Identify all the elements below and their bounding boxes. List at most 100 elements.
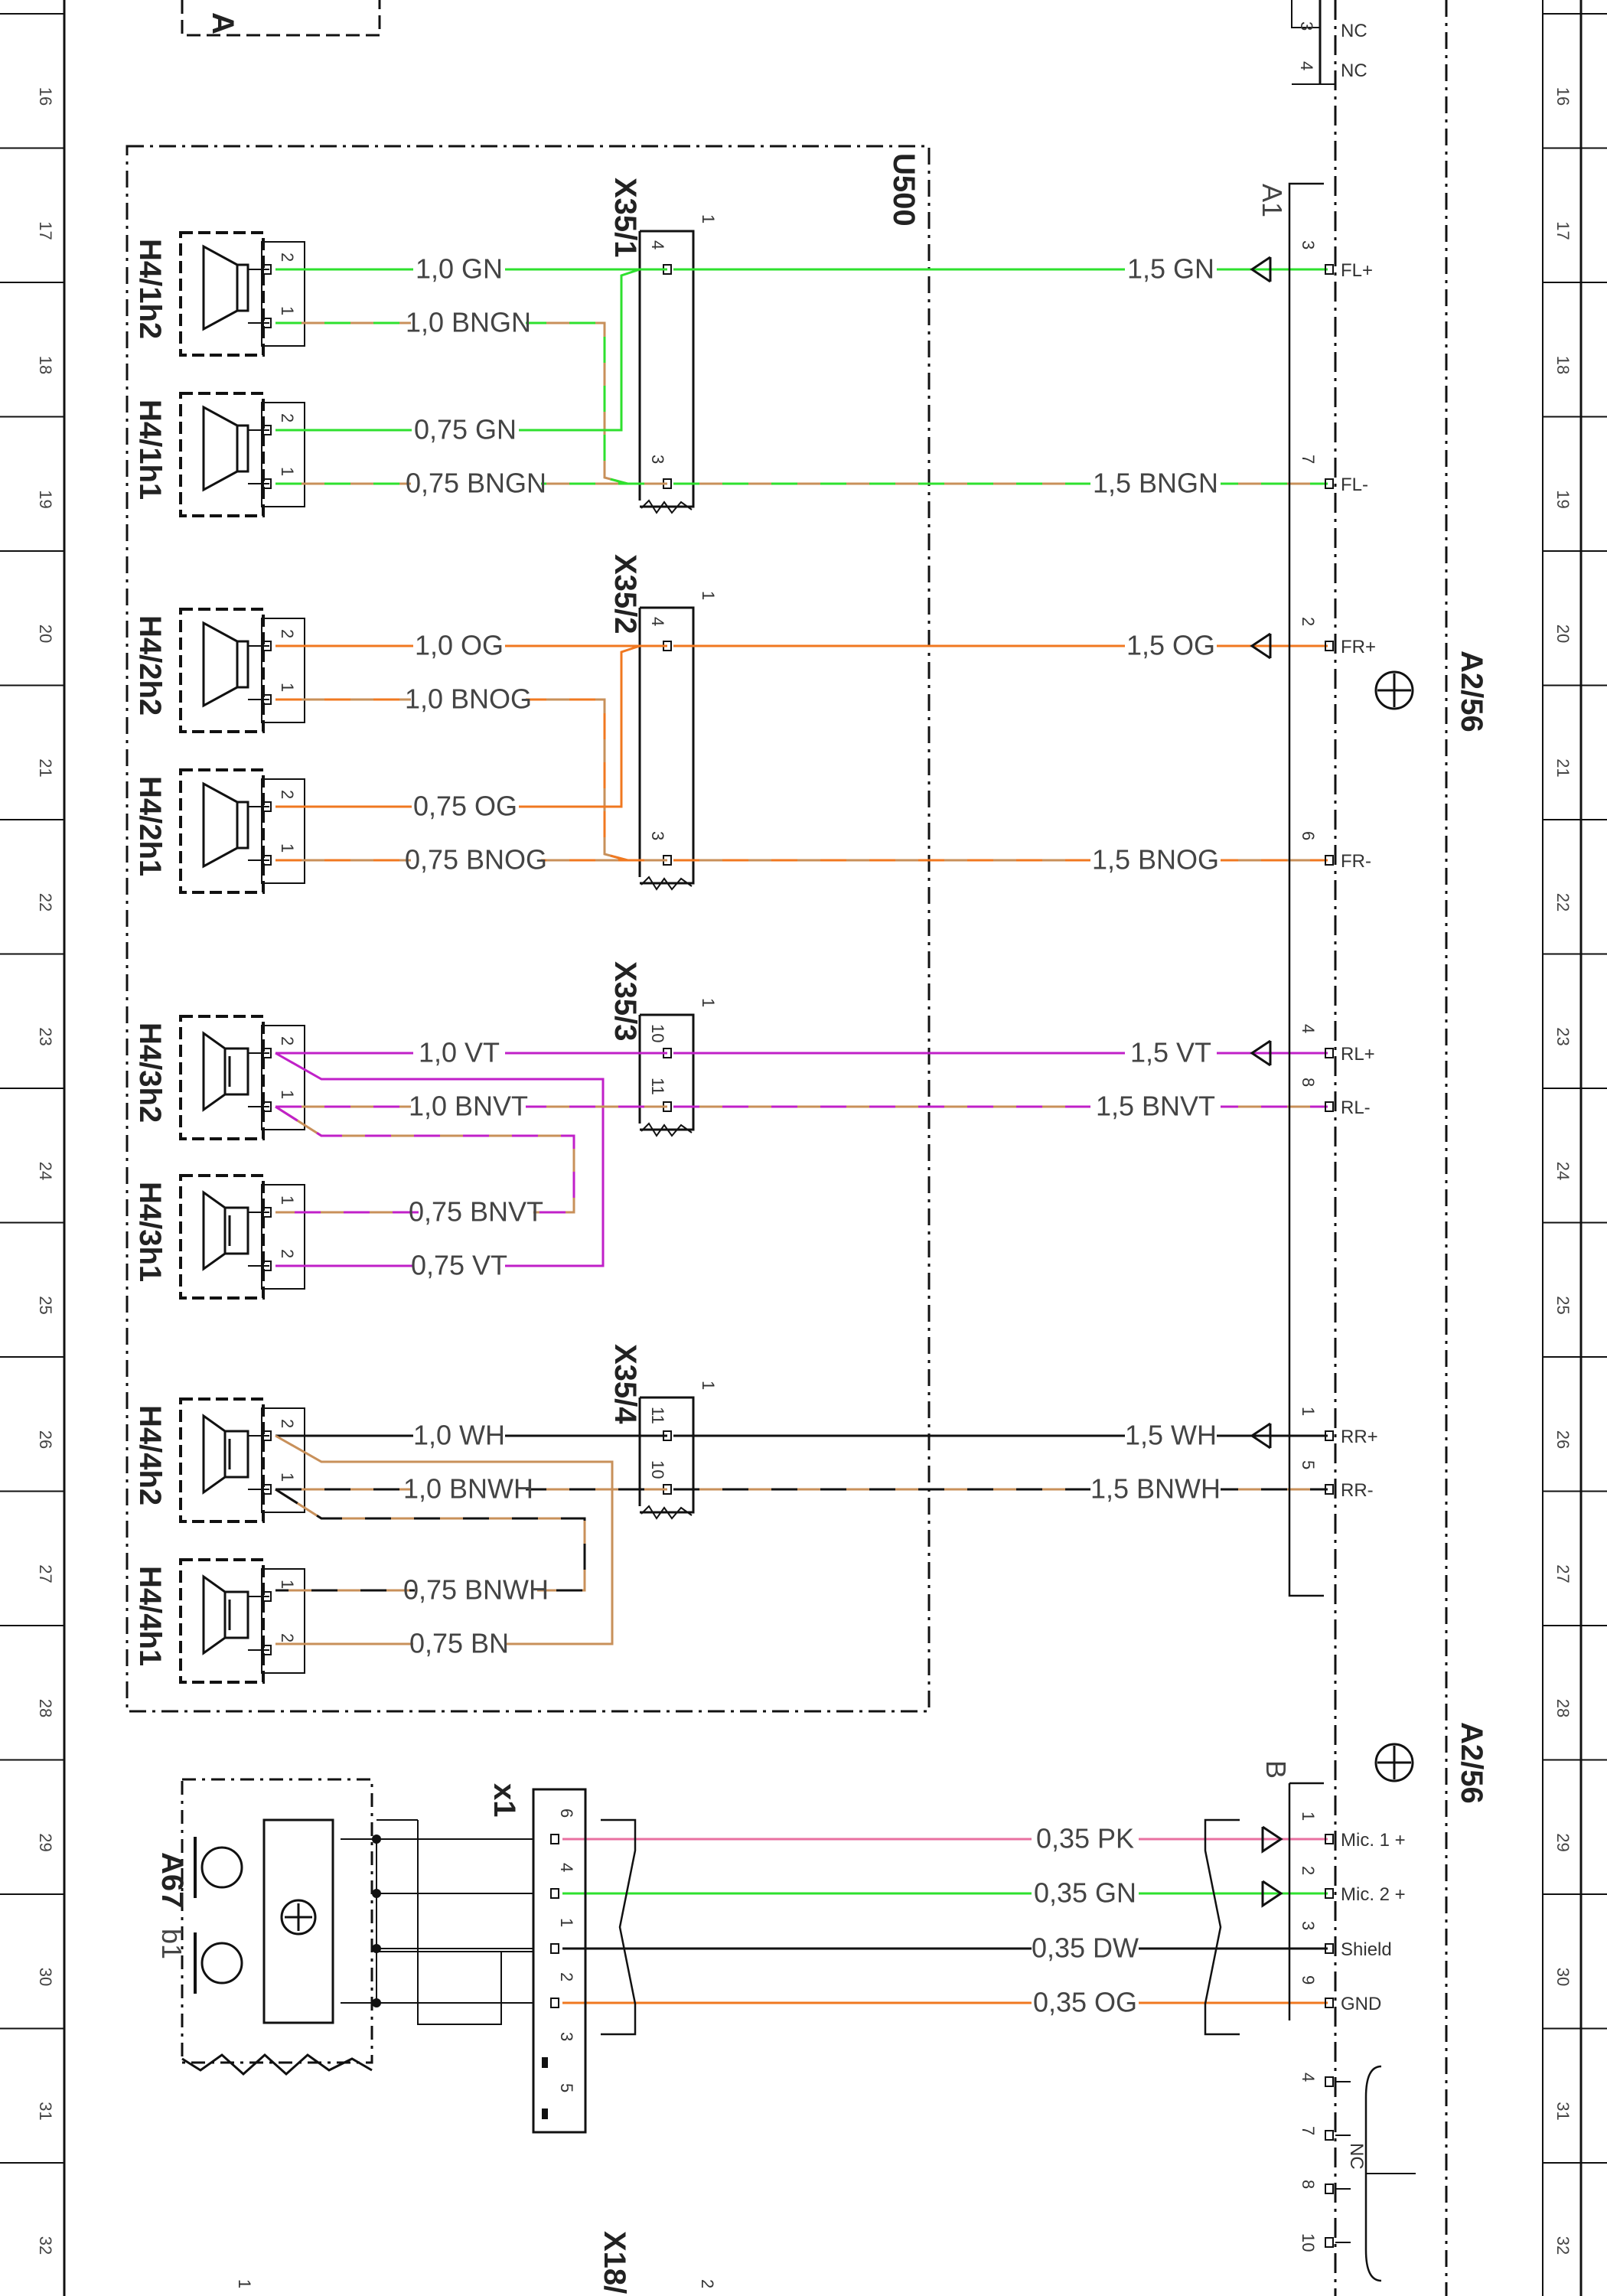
a2-pin-number: 2 bbox=[1299, 617, 1318, 626]
piezo-horn bbox=[202, 1031, 226, 1112]
wire-label: 1,0 GN bbox=[416, 253, 503, 285]
piezo-horn bbox=[202, 1574, 226, 1655]
top-partial-box: A 3 4 NC NC bbox=[181, 0, 1367, 85]
a2-pin-box bbox=[1325, 478, 1334, 489]
a2-pin-box bbox=[1325, 641, 1334, 651]
top-pin-3: 3 bbox=[1297, 21, 1316, 31]
a2-56-label-top: A2/56 bbox=[1455, 651, 1488, 732]
piezo-speaker-icon bbox=[202, 1414, 249, 1495]
a2-pin-number: 2 bbox=[1299, 1866, 1318, 1875]
speaker-label: H4/3h2 bbox=[133, 1022, 167, 1123]
u500-box bbox=[125, 145, 931, 1713]
speaker-pin-box bbox=[262, 1484, 272, 1495]
a2-pin-box bbox=[1325, 1430, 1334, 1441]
wire-path bbox=[275, 1052, 605, 1267]
wire-label: 0,75 BNGN bbox=[406, 468, 546, 499]
speaker-pin-number: 2 bbox=[278, 1036, 297, 1045]
connector-housing bbox=[640, 606, 695, 885]
speaker-dashed-box bbox=[179, 231, 265, 357]
speaker-magnet bbox=[236, 640, 249, 689]
piezo-body bbox=[223, 1430, 249, 1479]
piezo-body bbox=[223, 1047, 249, 1096]
speaker-pin-number: 1 bbox=[278, 843, 297, 853]
wire-path-base bbox=[275, 321, 667, 485]
wire-label-bg bbox=[411, 467, 541, 501]
speaker-label: H4/1h2 bbox=[133, 239, 167, 339]
a2-pin-number: 9 bbox=[1299, 1975, 1318, 1985]
speaker-cone bbox=[202, 781, 238, 869]
speaker-label: H4/4h1 bbox=[133, 1566, 167, 1666]
row-number-left: 17 bbox=[36, 221, 55, 240]
speaker-label: H4/2h2 bbox=[133, 615, 167, 716]
a2-pin-number: 1 bbox=[1299, 1407, 1318, 1416]
wire-label: 1,5 GN bbox=[1127, 253, 1214, 285]
row-number-right: 17 bbox=[1553, 221, 1573, 240]
wire-path-stripe bbox=[275, 1105, 575, 1214]
a2-nc-pin-number: 7 bbox=[1299, 2126, 1318, 2135]
wire-label: 0,35 PK bbox=[1036, 1823, 1134, 1854]
a2-pin-box bbox=[1325, 1048, 1334, 1058]
row-number-right: 28 bbox=[1553, 1699, 1573, 1717]
row-number-right: 31 bbox=[1553, 2102, 1573, 2120]
a2-nc-pin-number: 8 bbox=[1299, 2180, 1318, 2189]
a2-pin-number: 8 bbox=[1299, 1078, 1318, 1087]
row-number-right: 30 bbox=[1553, 1968, 1573, 1986]
speaker-pin-box bbox=[262, 855, 272, 866]
speaker-pin-box bbox=[262, 1207, 272, 1218]
speaker-cone-icon bbox=[202, 781, 249, 869]
connector-pin-number: 11 bbox=[648, 1078, 667, 1095]
wire-label: 1,0 WH bbox=[413, 1420, 505, 1451]
row-number-right: 26 bbox=[1553, 1430, 1573, 1449]
x1-pin-box bbox=[550, 1888, 559, 1899]
a2-56-symbol-bottom bbox=[1374, 1743, 1414, 1782]
a2-nc-label: NC bbox=[1346, 2143, 1367, 2170]
x1-pin-box bbox=[550, 1943, 559, 1954]
speaker-pin-box bbox=[262, 801, 272, 812]
a2-56-label-bottom: A2/56 bbox=[1455, 1722, 1488, 1804]
wire-label: 1,5 VT bbox=[1130, 1037, 1211, 1068]
speaker-pin-frame bbox=[261, 1568, 305, 1674]
row-number-left: 24 bbox=[36, 1162, 55, 1180]
speaker-pin-box bbox=[262, 641, 272, 651]
x18-partial: X18/ 1 2 bbox=[235, 2231, 717, 2294]
speaker-pin-frame bbox=[261, 618, 305, 723]
speaker-pin-box bbox=[262, 425, 272, 435]
connector-pin-number: 10 bbox=[648, 1460, 667, 1479]
wire-label-bg bbox=[1090, 843, 1221, 877]
a2-pin-signal: GND bbox=[1341, 1994, 1381, 2014]
wire-label-bg bbox=[1125, 1036, 1217, 1070]
speaker-pin-box bbox=[262, 1645, 272, 1655]
a2-pin-fl-minus: 7FL- bbox=[1299, 455, 1368, 495]
a2-pin-fr-minus: 6FR- bbox=[1299, 831, 1371, 872]
speaker-magnet bbox=[236, 801, 249, 850]
a67-box bbox=[181, 1778, 373, 2064]
speaker-pin-number: 2 bbox=[278, 413, 297, 422]
wire-path bbox=[275, 644, 641, 808]
wire-label-bg bbox=[415, 1574, 537, 1607]
a2-pin-box bbox=[1325, 1998, 1334, 2008]
piezo-speaker-icon bbox=[202, 1574, 249, 1655]
speaker-pin-number: 2 bbox=[278, 253, 297, 262]
row-number-right: 16 bbox=[1553, 87, 1573, 106]
row-number-left: 25 bbox=[36, 1296, 55, 1314]
speaker-pin-box bbox=[262, 1048, 272, 1058]
speaker-pin-number: 2 bbox=[278, 790, 297, 799]
speaker-pin-frame bbox=[261, 778, 305, 884]
a2-pin-box bbox=[1325, 1943, 1334, 1954]
x1-pin-5: 5 bbox=[557, 2083, 576, 2092]
a2-pin-rr-minus: 5RR- bbox=[1299, 1460, 1374, 1501]
wire-label-bg bbox=[413, 1419, 505, 1453]
wire-label-bg bbox=[413, 629, 505, 663]
connector-mark: 1 bbox=[699, 998, 718, 1007]
microphone-icon-2 bbox=[194, 1932, 243, 1994]
a2-pin-signal: RL- bbox=[1341, 1097, 1371, 1118]
a2-pin-box bbox=[1325, 264, 1334, 275]
wire-label-bg bbox=[411, 683, 526, 716]
wire-label: 0,75 BNOG bbox=[405, 844, 547, 876]
wire-label: 1,5 BNWH bbox=[1090, 1473, 1221, 1505]
